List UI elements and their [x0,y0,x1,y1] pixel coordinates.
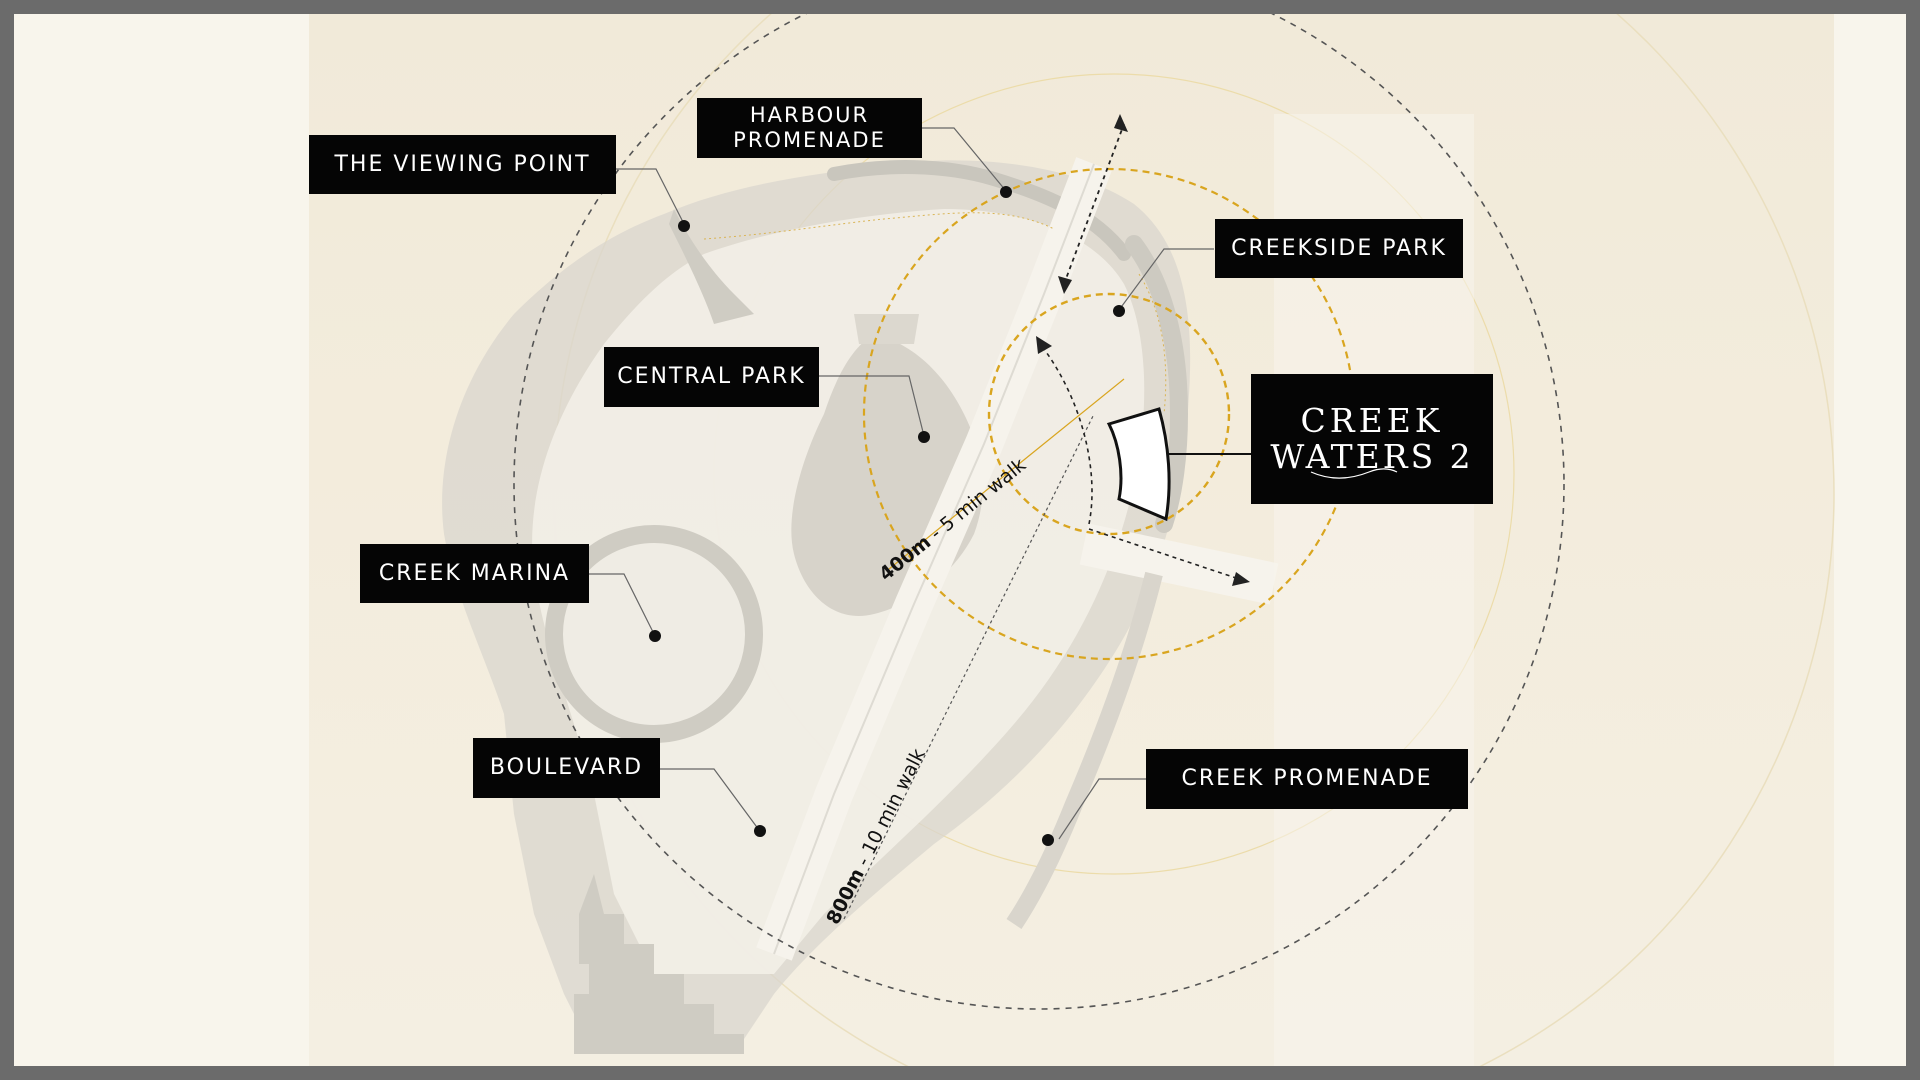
arrow-east [1088,528,1240,580]
arrow-west [1043,348,1093,525]
location-markers [649,186,1125,846]
creek-waters-2-footprint [1106,407,1171,522]
label-harbour-promenade-line1: HARBOUR [749,103,870,127]
radius-400m-line [888,378,1125,570]
label-creek-promenade[interactable]: CREEK PROMENADE [1146,749,1468,809]
label-creekside-park[interactable]: CREEKSIDE PARK [1215,219,1463,278]
marker-boulevard [754,825,766,837]
label-boulevard[interactable]: BOULEVARD [473,738,660,798]
map-frame: THE VIEWING POINT HARBOUR PROMENADE CREE… [14,14,1906,1066]
ring-400m-inner [987,292,1231,536]
label-harbour-promenade[interactable]: HARBOUR PROMENADE [697,98,922,158]
marker-central-park [918,431,930,443]
marker-harbour-promenade [1000,186,1012,198]
marker-viewing-point [678,220,690,232]
label-central-park[interactable]: CENTRAL PARK [604,347,819,407]
label-harbour-promenade-line2: PROMENADE [733,128,886,152]
ring-800m [513,14,1565,1010]
creek-waters-2-logo[interactable]: CREEK WATERS 2 [1251,374,1493,504]
viewing-point-spit [669,209,754,324]
marker-creek-marina [649,630,661,642]
brand-line2: WATERS 2 [1270,437,1474,476]
label-viewing-point[interactable]: THE VIEWING POINT [309,135,616,194]
label-creek-marina[interactable]: CREEK MARINA [360,544,589,603]
master-plan-map [442,14,1835,1066]
marker-creek-promenade [1042,834,1054,846]
brand-line1: CREEK [1300,401,1444,440]
brand-swash [1310,468,1398,479]
creek-promenade-strip [1006,571,1163,929]
road-edge [773,163,1095,955]
radius-800m-line [843,413,1095,920]
south-crenellated-coast [574,874,744,1054]
marker-creekside-park [1113,305,1125,317]
creekside-park-coast [1125,235,1189,533]
